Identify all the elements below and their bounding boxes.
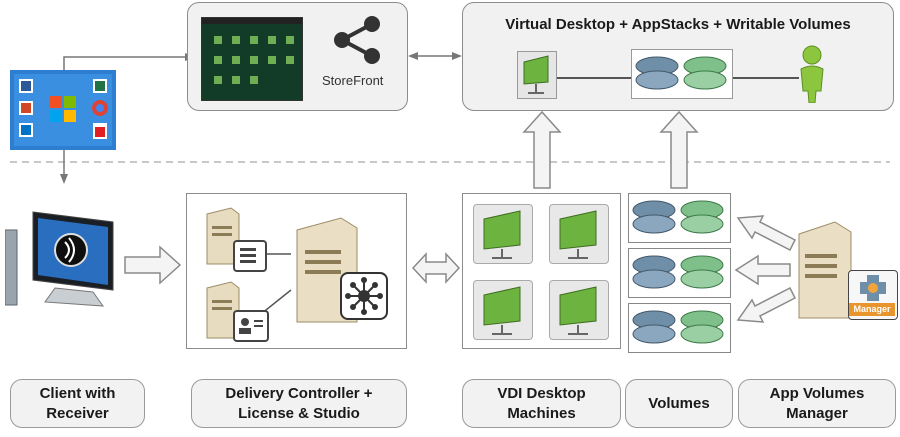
arrow-manager-volume-3 [736, 286, 797, 323]
storefront-panel: StoreFront [187, 2, 408, 111]
connector-client-storefront [63, 56, 187, 72]
monitor-icon [517, 51, 557, 99]
disk-stack-icon [628, 303, 731, 353]
vd-line-2 [733, 77, 799, 79]
virtual-desktop-panel: Virtual Desktop + AppStacks + Writable V… [462, 2, 894, 111]
delivery-controller-panel [186, 193, 407, 349]
label-volumes: Volumes [625, 379, 733, 428]
monitor-icon [473, 280, 533, 340]
arrow-volumes-up [659, 110, 699, 189]
arrow-vdi-up [522, 110, 562, 189]
storefront-label: StoreFront [322, 73, 384, 88]
windows-tile-icon [10, 70, 116, 150]
label-client: Client with Receiver [10, 379, 145, 428]
id-card-icon [233, 310, 269, 342]
manager-server-icon [795, 220, 855, 320]
label-vdi-machines: VDI Desktop Machines [462, 379, 621, 428]
share-icon [328, 15, 388, 65]
disk-stack-icon [628, 248, 731, 298]
label-app-volumes-manager: App Volumes Manager [738, 379, 896, 428]
disk-stack-icon [631, 49, 733, 99]
manager-badge-label: Manager [849, 303, 895, 316]
receiver-icon [5, 210, 120, 310]
document-icon [233, 240, 267, 272]
monitor-icon [549, 280, 609, 340]
vd-line [549, 77, 637, 79]
virtual-desktop-title: Virtual Desktop + AppStacks + Writable V… [505, 16, 851, 33]
disk-stack-icon [628, 193, 731, 243]
storefront-screenshot [201, 17, 303, 101]
manager-icon: Manager [848, 270, 898, 320]
label-delivery-controller: Delivery Controller + License & Studio [191, 379, 407, 428]
arrow-manager-volume-2 [734, 254, 791, 286]
vdi-machines-panel [462, 193, 621, 349]
arrow-manager-volume-1 [736, 215, 797, 252]
monitor-icon [473, 204, 533, 264]
arrowhead-client [60, 174, 68, 184]
arrow-client-delivery [124, 245, 182, 285]
server-icon [203, 206, 243, 266]
monitor-icon [549, 204, 609, 264]
user-icon [797, 45, 827, 103]
arrow-delivery-vdi [411, 252, 461, 284]
hub-icon [340, 272, 388, 320]
